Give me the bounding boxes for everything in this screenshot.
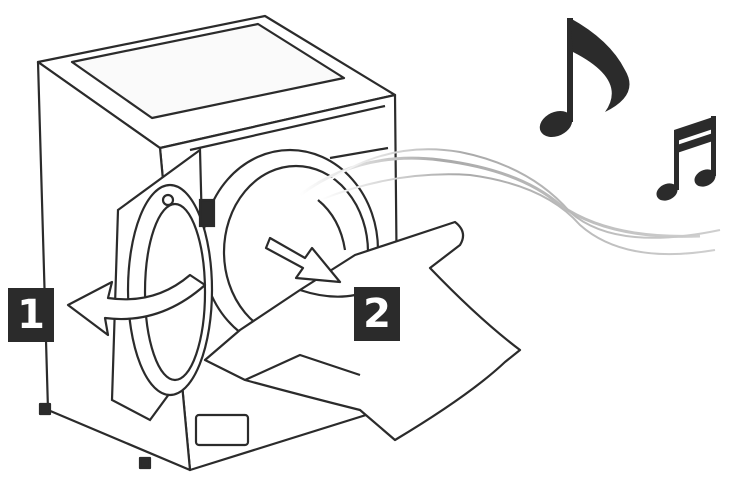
step-1-badge: 1 (8, 288, 54, 342)
step-2-badge: 2 (354, 287, 400, 341)
beamed-notes-icon (654, 116, 719, 204)
music-note-icon (536, 18, 630, 142)
